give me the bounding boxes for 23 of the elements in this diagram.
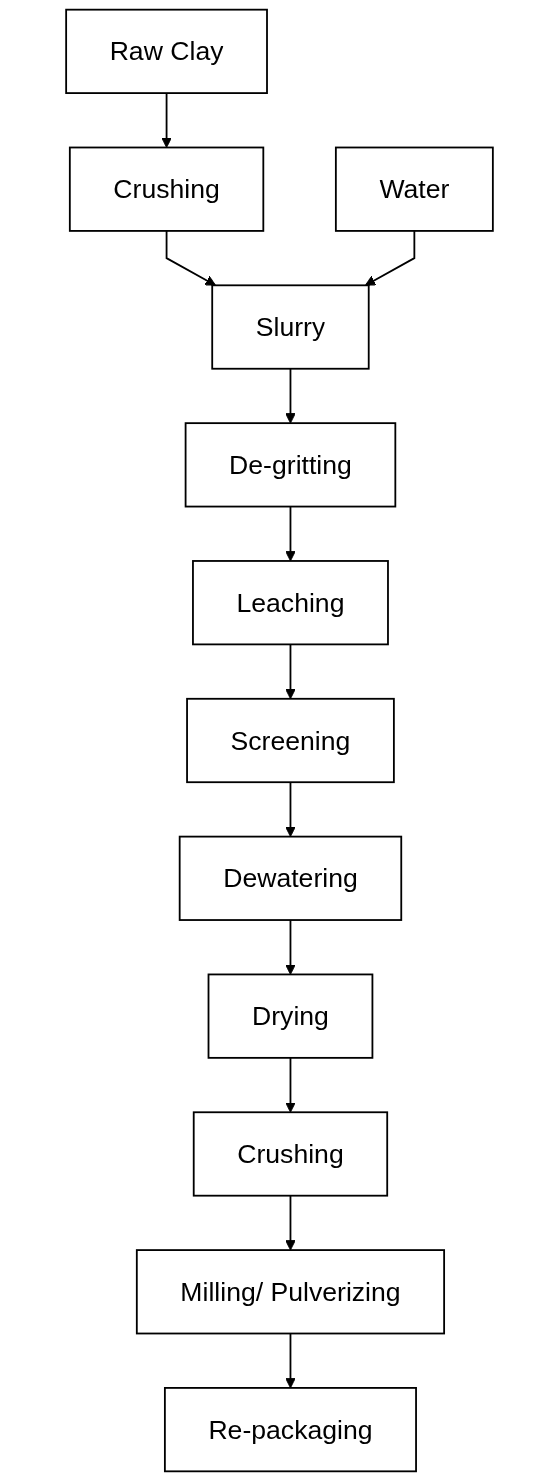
- node-box: Slurry: [211, 284, 370, 370]
- node-box: Water: [334, 146, 494, 232]
- node-box: Crushing: [68, 146, 265, 232]
- node-box: Milling/ Pulverizing: [135, 1249, 446, 1335]
- node-box: Raw Clay: [65, 8, 268, 94]
- node-box: Drying: [207, 973, 374, 1059]
- node-box: Leaching: [192, 560, 389, 646]
- node-box: Re-packaging: [163, 1387, 417, 1473]
- arrow: [285, 1332, 296, 1389]
- arrow: [161, 92, 172, 148]
- arrow: [285, 1194, 296, 1251]
- arrow: [285, 781, 296, 838]
- node-box: Dewatering: [178, 835, 403, 921]
- arrow: [364, 230, 416, 286]
- node-box: De-gritting: [184, 422, 397, 508]
- node-box: Screening: [186, 697, 395, 784]
- node-box: Crushing: [192, 1111, 389, 1197]
- arrow: [285, 1056, 296, 1113]
- arrow: [285, 505, 296, 562]
- arrow: [285, 643, 296, 700]
- arrow: [285, 367, 296, 424]
- arrow: [285, 919, 296, 975]
- arrow: [165, 230, 216, 286]
